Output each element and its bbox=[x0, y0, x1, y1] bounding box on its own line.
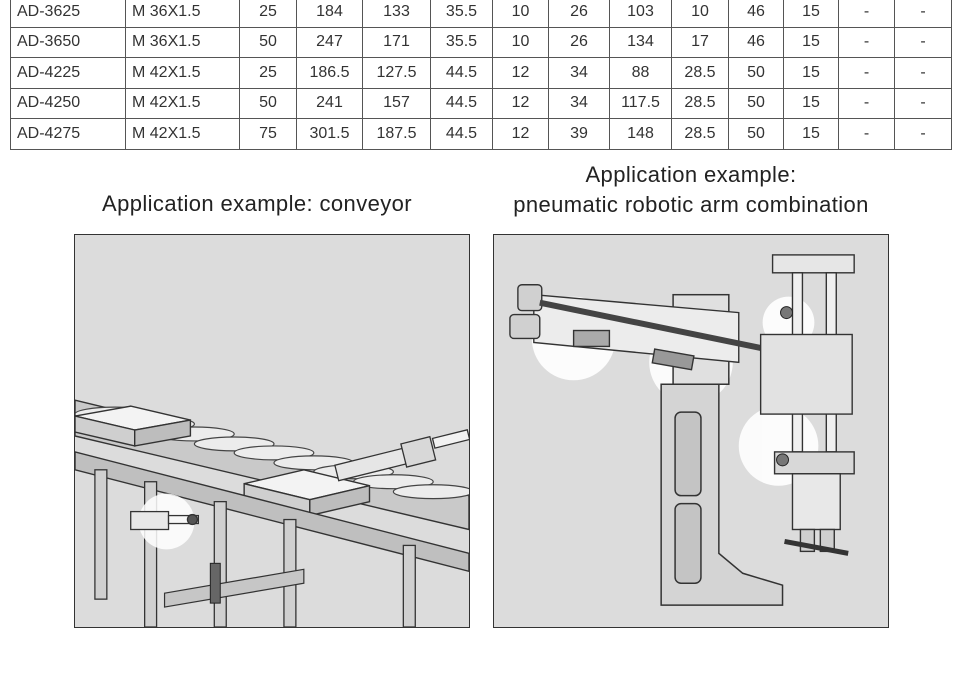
table-cell: 15 bbox=[783, 57, 839, 89]
table-cell: 35.5 bbox=[430, 26, 493, 58]
table-cell: 28.5 bbox=[671, 57, 729, 89]
model-cell: AD-4250 bbox=[10, 87, 126, 119]
table-cell: 17 bbox=[671, 26, 729, 58]
robotic-arm-drawing bbox=[494, 235, 888, 627]
side-cylinder bbox=[334, 429, 469, 482]
robotic-arm-caption-line1: Application example: bbox=[585, 162, 797, 187]
table-cell: 75 bbox=[239, 118, 297, 150]
table-cell: 50 bbox=[728, 118, 784, 150]
table-cell: 10 bbox=[492, 0, 549, 28]
conveyor-illustration bbox=[74, 234, 470, 628]
table-cell: 50 bbox=[728, 57, 784, 89]
model-cell: AD-4225 bbox=[10, 57, 126, 89]
table-cell: 134 bbox=[609, 26, 672, 58]
table-cell: 15 bbox=[783, 0, 839, 28]
table-cell: 117.5 bbox=[609, 87, 672, 119]
table-cell: 15 bbox=[783, 118, 839, 150]
table-cell: 50 bbox=[239, 26, 297, 58]
model-cell: AD-3625 bbox=[10, 0, 126, 28]
table-cell: M 36X1.5 bbox=[125, 0, 240, 28]
table-cell: 15 bbox=[783, 26, 839, 58]
table-cell: 28.5 bbox=[671, 118, 729, 150]
table-cell: 10 bbox=[492, 26, 549, 58]
table-cell: 26 bbox=[548, 26, 610, 58]
table-cell: M 36X1.5 bbox=[125, 26, 240, 58]
table-cell: 301.5 bbox=[296, 118, 363, 150]
model-cell: AD-4275 bbox=[10, 118, 126, 150]
table-cell: 186.5 bbox=[296, 57, 363, 89]
table-cell: 50 bbox=[728, 87, 784, 119]
table-cell: 25 bbox=[239, 0, 297, 28]
table-cell: 247 bbox=[296, 26, 363, 58]
table-cell: 28.5 bbox=[671, 87, 729, 119]
robotic-arm-caption-line2: pneumatic robotic arm combination bbox=[513, 192, 869, 217]
table-cell: 50 bbox=[239, 87, 297, 119]
table-cell: 103 bbox=[609, 0, 672, 28]
table-cell: M 42X1.5 bbox=[125, 87, 240, 119]
conveyor-rail bbox=[75, 451, 469, 573]
lower-frame bbox=[163, 568, 305, 608]
table-cell: 35.5 bbox=[430, 0, 493, 28]
table-cell: 34 bbox=[548, 57, 610, 89]
table-cell: 44.5 bbox=[430, 57, 493, 89]
table-cell: 88 bbox=[609, 57, 672, 89]
table-cell: - bbox=[838, 26, 895, 58]
table-cell: 171 bbox=[362, 26, 431, 58]
table-cell: M 42X1.5 bbox=[125, 118, 240, 150]
table-cell: - bbox=[894, 0, 952, 28]
vertical-cylinder bbox=[209, 562, 221, 604]
vertical-slide bbox=[759, 254, 855, 531]
table-cell: 39 bbox=[548, 118, 610, 150]
table-cell: 133 bbox=[362, 0, 431, 28]
pneumatic-cylinder-mount bbox=[130, 510, 200, 531]
table-cell: - bbox=[838, 87, 895, 119]
conveyor-boxes bbox=[75, 405, 371, 517]
table-cell: 184 bbox=[296, 0, 363, 28]
robotic-arm-illustration bbox=[493, 234, 889, 628]
gripper bbox=[784, 528, 849, 556]
shock-absorbers bbox=[776, 306, 793, 467]
table-cell: 46 bbox=[728, 0, 784, 28]
table-cell: 34 bbox=[548, 87, 610, 119]
horizontal-slide bbox=[509, 284, 774, 371]
table-cell: - bbox=[894, 87, 952, 119]
table-cell: 10 bbox=[671, 0, 729, 28]
table-cell: 148 bbox=[609, 118, 672, 150]
table-cell: - bbox=[894, 118, 952, 150]
model-cell: AD-3650 bbox=[10, 26, 126, 58]
table-cell: 44.5 bbox=[430, 87, 493, 119]
table-cell: - bbox=[838, 0, 895, 28]
table-cell: M 42X1.5 bbox=[125, 57, 240, 89]
conveyor-drawing bbox=[75, 235, 469, 627]
table-cell: 44.5 bbox=[430, 118, 493, 150]
table-cell: 15 bbox=[783, 87, 839, 119]
table-cell: 12 bbox=[492, 118, 549, 150]
conveyor-caption: Application example: conveyor bbox=[102, 191, 412, 216]
table-cell: - bbox=[838, 57, 895, 89]
table-cell: 12 bbox=[492, 87, 549, 119]
table-cell: 127.5 bbox=[362, 57, 431, 89]
table-cell: 12 bbox=[492, 57, 549, 89]
table-cell: - bbox=[894, 26, 952, 58]
table-cell: 241 bbox=[296, 87, 363, 119]
table-cell: 157 bbox=[362, 87, 431, 119]
table-cell: 26 bbox=[548, 0, 610, 28]
table-cell: 25 bbox=[239, 57, 297, 89]
table-cell: - bbox=[838, 118, 895, 150]
table-cell: - bbox=[894, 57, 952, 89]
table-cell: 187.5 bbox=[362, 118, 431, 150]
table-cell: 46 bbox=[728, 26, 784, 58]
